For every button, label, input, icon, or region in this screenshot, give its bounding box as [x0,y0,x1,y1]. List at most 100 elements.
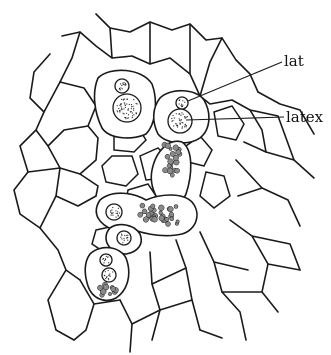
stipple-dot [105,258,106,259]
stipple-dot [125,83,126,84]
stipple-dot [111,209,112,210]
stipple-dot [108,279,109,280]
stipple-dot [179,120,180,121]
stipple-dot [123,84,124,85]
stipple-dot [119,212,120,213]
stipple-dot [180,115,181,116]
stipple-dot [126,235,127,236]
stipple-dot [117,105,118,106]
stipple-dot [179,103,180,104]
stipple-dot [125,105,126,106]
stipple-dot [180,124,181,125]
latex-grain [97,285,102,290]
stipple-dot [117,111,118,112]
stipple-dot [127,235,128,236]
stipple-dot [186,125,187,126]
stipple-dot [110,276,111,277]
stipple-dot [120,110,121,111]
stipple-dot [122,83,123,84]
stipple-dot [129,104,130,105]
stipple-dot [124,113,125,114]
lat-leader-line [188,62,282,101]
stipple-dot [104,260,105,261]
stipple-dot [182,100,183,101]
stipple-dot [182,128,183,129]
stipple-dot [112,215,113,216]
latex-grain [146,213,151,218]
stipple-dot [179,113,180,114]
stipple-dot [187,116,188,117]
stipple-dot [185,118,186,119]
stipple-dot [128,114,129,115]
stipple-dot [123,238,124,239]
stipple-dot [177,126,178,127]
stipple-dot [116,213,117,214]
stipple-dot [181,106,182,107]
latex-grain [173,145,179,151]
stipple-dot [106,256,107,257]
stipple-dot [117,213,118,214]
label-lat: lat [284,52,304,70]
latex-grain [165,143,171,149]
stipple-dot [132,112,133,113]
stipple-dot [126,103,127,104]
stipple-dot [112,207,113,208]
stipple-dot [118,215,119,216]
stipple-dot [125,107,126,108]
stipple-dot [133,110,134,111]
stipple-dot [176,125,177,126]
stipple-dot [108,262,109,263]
stipple-dot [131,108,132,109]
stipple-dot [126,99,127,100]
stipple-dot [126,113,127,114]
latex-grain [152,217,158,223]
stipple-dot [117,110,118,111]
labels: lat latex [284,52,324,126]
stipple-dot [126,237,127,238]
latex-grain [168,159,174,165]
stipple-dot [136,113,137,114]
stipple-dot [185,124,186,125]
latex-grain [138,212,143,217]
stipple-dot [184,102,185,103]
latex-grain [168,207,173,212]
nucleus-lat [176,97,188,109]
stipple-dot [124,102,125,103]
stipple-dot [108,275,109,276]
stipple-dot [133,108,134,109]
stipple-dot [125,84,126,85]
stipple-dot [112,271,113,272]
stipple-dot [131,106,132,107]
stipple-dot [121,235,122,236]
latex-grain [176,220,179,223]
stipple-dot [182,105,183,106]
latex-grain [142,209,147,214]
stipple-dot [179,100,180,101]
stipple-dot [121,238,122,239]
stipple-dot [133,114,134,115]
latex-grain [159,216,164,221]
nucleus-small [115,79,129,93]
latex-grain [103,284,109,290]
stipple-dot [128,117,129,118]
latex-grain [170,217,174,221]
stipple-dot [124,82,125,83]
latex-grain [169,212,174,217]
latex-grain [159,211,163,215]
stipple-dot [120,87,121,88]
stipple-dot [181,105,182,106]
stipple-dot [103,262,104,263]
stipple-dot [176,123,177,124]
stipple-dot [136,103,137,104]
stipple-dot [125,117,126,118]
latex-grain [165,154,170,159]
label-latex: latex [286,108,324,126]
stipple-dot [133,99,134,100]
stipple-dot [184,126,185,127]
stipple-dot [108,278,109,279]
stipple-dot [171,118,172,119]
stipple-dot [119,105,120,106]
nucleus-lower-left [106,204,122,220]
stipple-dot [180,120,181,121]
